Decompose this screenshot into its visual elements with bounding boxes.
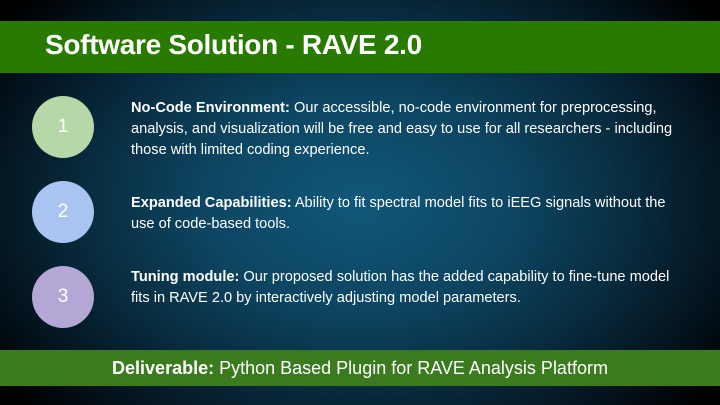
number-label: 3: [57, 286, 69, 307]
item-description: Expanded Capabilities: Ability to fit sp…: [131, 193, 691, 235]
number-circle-1: 1: [32, 96, 94, 158]
item-heading: No-Code Environment:: [131, 100, 290, 116]
deliverable-label: Deliverable:: [112, 357, 215, 378]
item-heading: Expanded Capabilities:: [131, 195, 292, 211]
item-heading: Tuning module:: [131, 269, 240, 285]
item-description: No-Code Environment: Our accessible, no-…: [131, 98, 691, 161]
item-body: Our proposed solution has the added capa…: [131, 269, 670, 306]
number-circle-3: 3: [32, 266, 94, 328]
deliverable-banner: Deliverable: Python Based Plugin for RAV…: [0, 350, 720, 386]
item-body: Our accessible, no-code environment for …: [131, 100, 673, 158]
number-label: 2: [57, 201, 69, 222]
deliverable-text: Python Based Plugin for RAVE Analysis Pl…: [219, 357, 608, 378]
title-banner: Software Solution - RAVE 2.0: [0, 21, 720, 73]
slide-title: Software Solution - RAVE 2.0: [45, 29, 422, 60]
number-circle-2: 2: [32, 181, 94, 243]
item-body: Ability to fit spectral model fits to iE…: [131, 195, 666, 232]
number-label: 1: [57, 116, 69, 137]
item-description: Tuning module: Our proposed solution has…: [131, 267, 691, 309]
